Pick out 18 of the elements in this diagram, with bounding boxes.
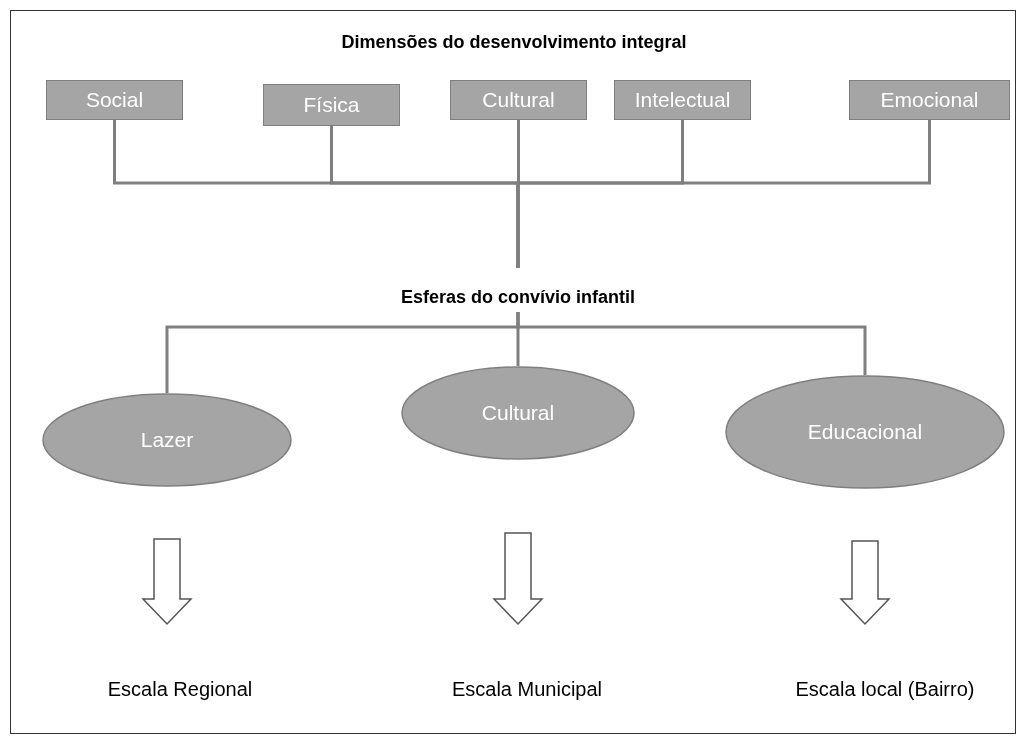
connector-line xyxy=(516,312,867,375)
block-arrow xyxy=(492,532,544,626)
dimension-box: Emocional xyxy=(849,80,1010,120)
scale-label: Escala local (Bairro) xyxy=(795,677,975,701)
dimension-box: Social xyxy=(46,80,183,120)
connector-line xyxy=(516,120,931,268)
block-arrow xyxy=(141,538,193,626)
dimension-box: Intelectual xyxy=(614,80,751,120)
scale-label: Escala Municipal xyxy=(451,677,603,701)
dimension-box: Física xyxy=(263,84,400,126)
scale-label: Escala Regional xyxy=(107,677,253,701)
sphere-label: Cultural xyxy=(481,401,555,425)
group-heading: Esferas do convívio infantil xyxy=(400,286,636,308)
sphere-label: Lazer xyxy=(140,428,194,452)
dimension-box: Cultural xyxy=(450,80,587,120)
block-arrow xyxy=(839,540,891,626)
sphere-label: Educacional xyxy=(807,420,923,444)
diagram-title: Dimensões do desenvolvimento integral xyxy=(340,32,688,53)
